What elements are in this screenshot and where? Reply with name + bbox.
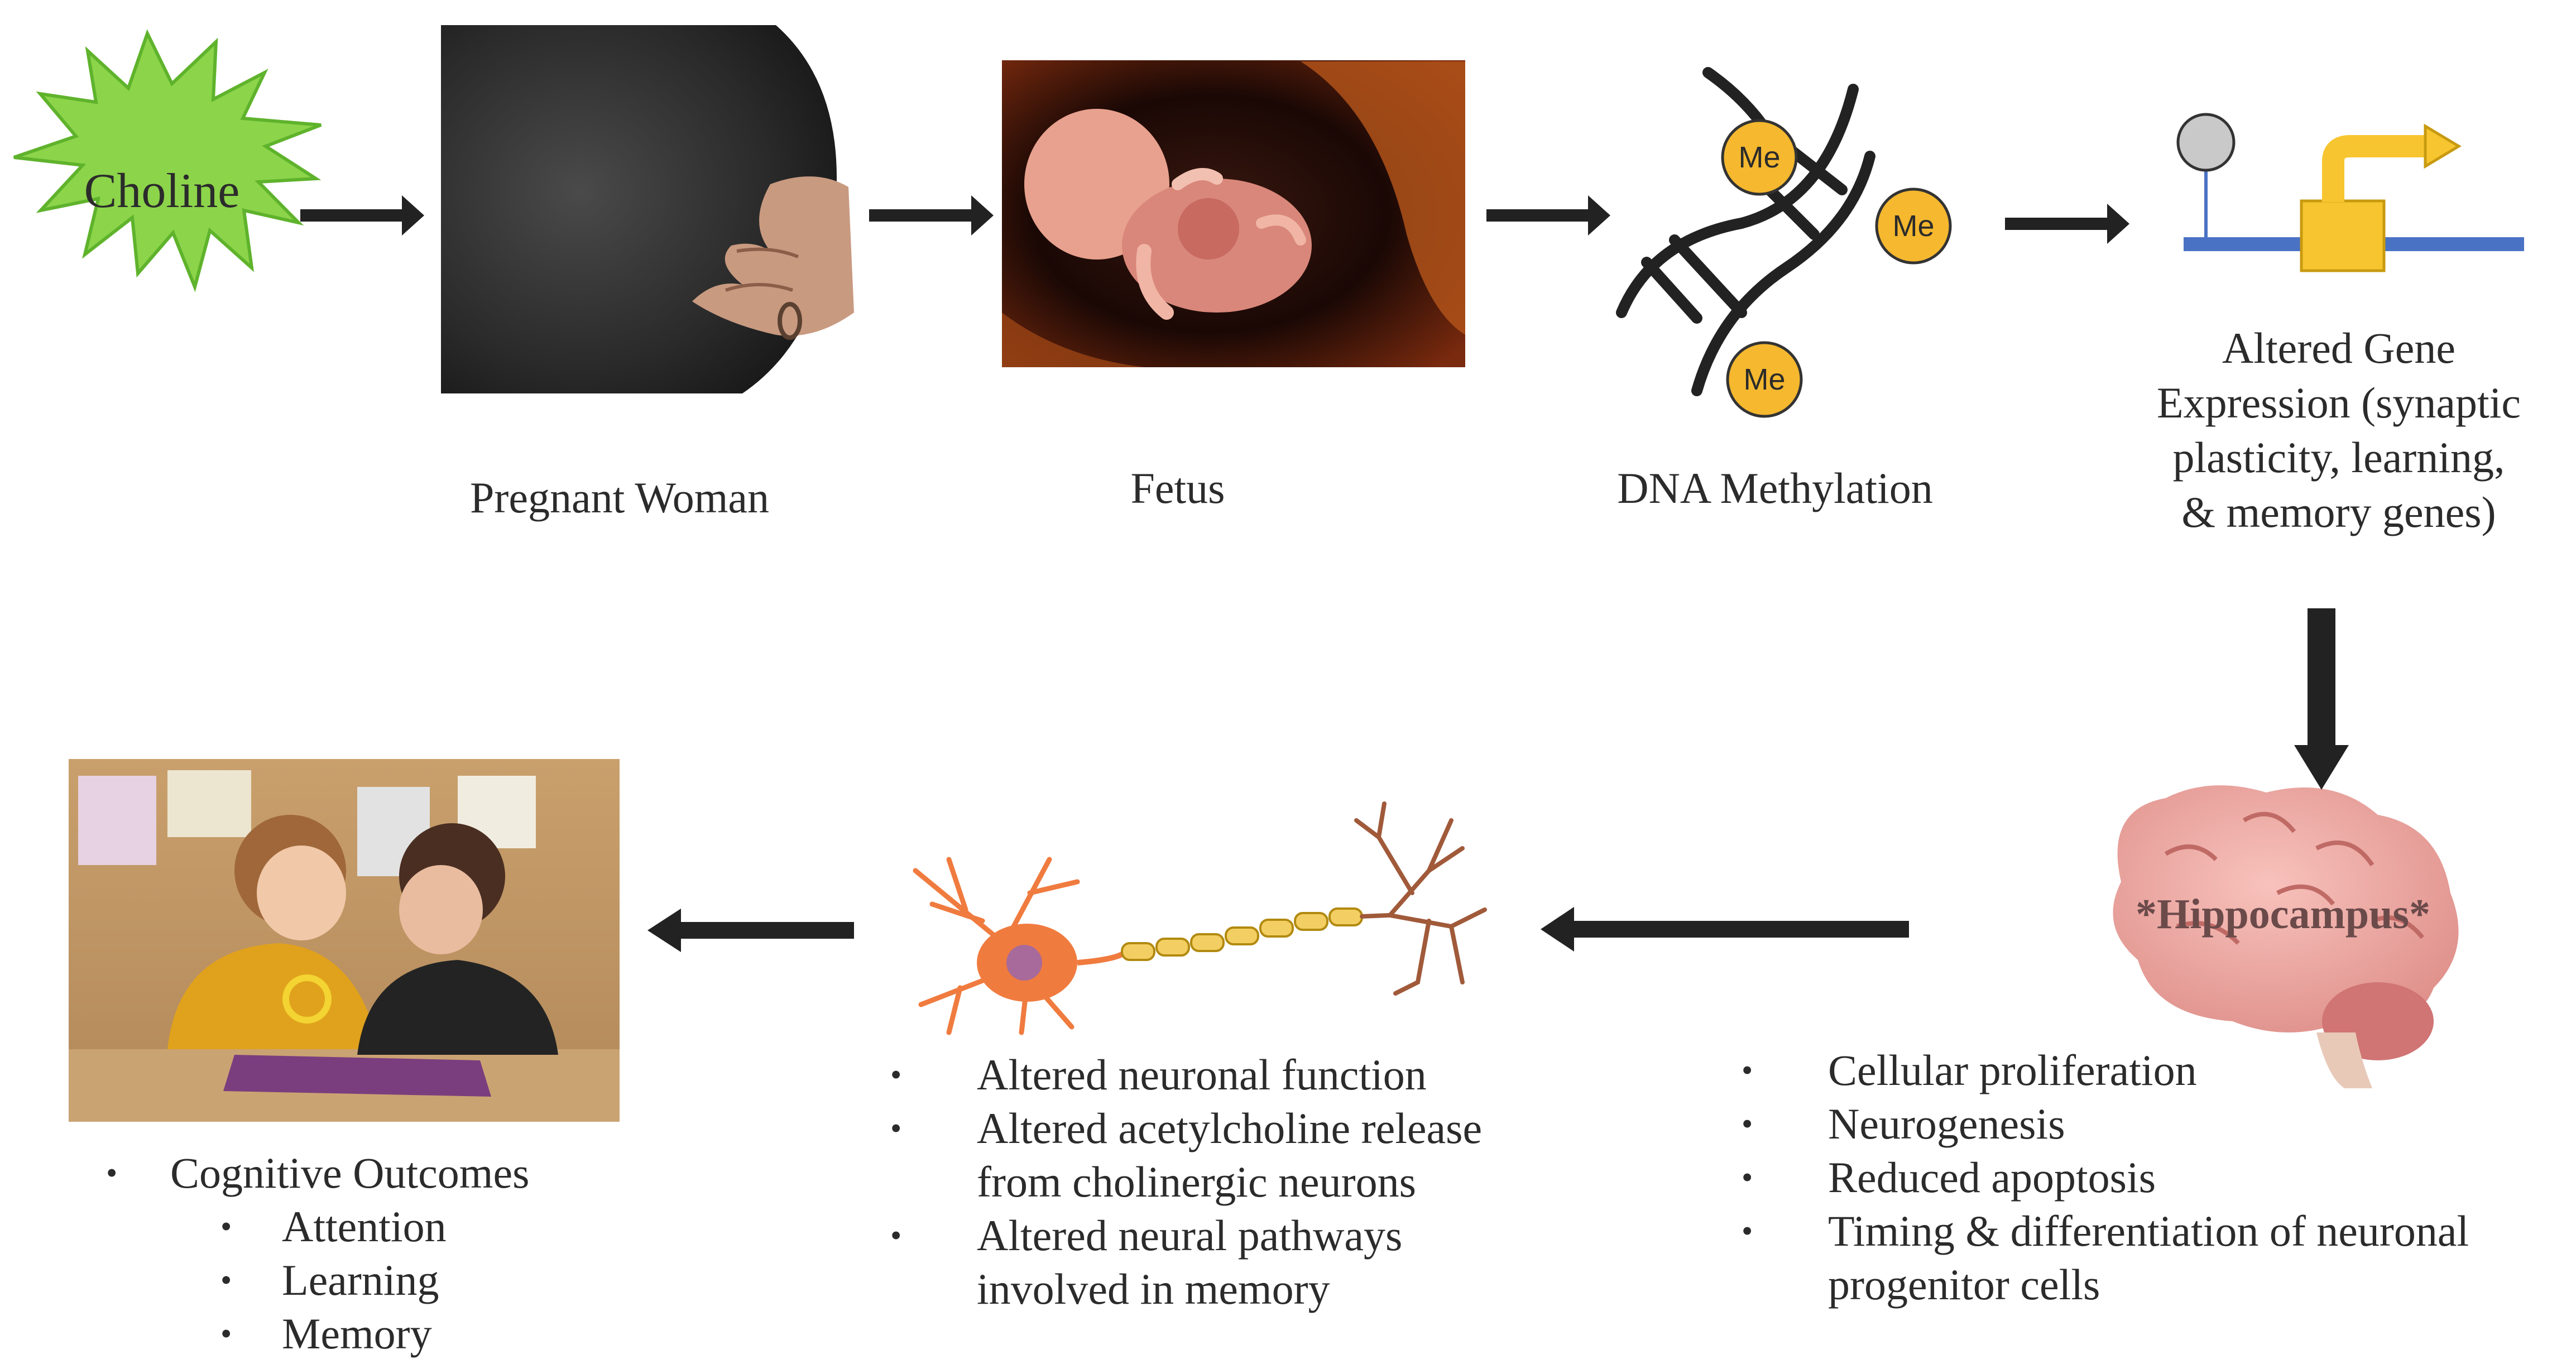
list-item: Cellular proliferation [1742,1044,2469,1097]
list-item: Reduced apoptosis [1742,1151,2469,1204]
pregnant-woman-photo [441,25,854,393]
gene-expression-line-1: Altered Gene [2222,324,2455,372]
hippocampus-effects-list: Cellular proliferation Neurogenesis Redu… [1742,1044,2469,1312]
list-item-continuation: involved in memory [977,1265,1330,1313]
arrow-fetus-to-dna [1486,195,1610,236]
arrow-choline-to-woman [300,195,424,236]
outcome-item: Learning [220,1253,447,1307]
arrow-brain-to-neuron [1541,907,1909,952]
outcomes-items: Attention Learning Memory [220,1200,447,1361]
outcomes-title: Cognitive Outcomes [106,1146,529,1200]
methyl-label-3: Me [1743,363,1786,396]
neuron-effects-list: Altered neuronal function Altered acetyl… [890,1048,1482,1316]
methyl-label-1: Me [1738,141,1781,174]
choline-star-icon [13,29,322,292]
flow-arrows [300,195,2349,952]
gene-expression-line-3: plasticity, learning, [2172,433,2505,482]
methyl-group-icon [1721,119,1952,418]
gene-expression-line-2: Expression (synaptic [2156,378,2521,427]
outcomes-list: Cognitive Outcomes [106,1146,529,1200]
outcome-item: Memory [220,1307,447,1361]
neuron-icon [913,801,1487,1035]
arrow-neuron-to-outcome [647,909,854,952]
list-item: Neurogenesis [1742,1097,2469,1151]
list-item: Timing & differentiation of neuronal [1742,1204,2469,1258]
list-item-continuation: from cholinergic neurons [977,1157,1417,1206]
arrow-woman-to-fetus [869,195,994,236]
gene-expression-line-4: & memory genes) [2181,488,2496,536]
arrow-gene-to-brain [2294,608,2349,790]
gene-expression-label: Altered Gene Expression (synaptic plasti… [2110,321,2568,540]
children-photo [69,759,620,1122]
pregnant-woman-label: Pregnant Woman [469,473,770,522]
gene-expression-icon [2176,113,2524,272]
list-item-continuation: progenitor cells [1828,1260,2100,1309]
list-item: Altered neuronal function [890,1048,1482,1102]
fetus-photo [1002,60,1465,367]
fetus-label: Fetus [1130,464,1225,512]
hippocampus-label: *Hippocampus* [2136,891,2430,938]
dna-methylation-label: DNA Methylation [1617,464,1933,512]
choline-label: Choline [84,164,240,218]
outcome-item: Attention [220,1200,447,1253]
arrow-dna-to-gene [2005,204,2129,244]
list-item: Altered acetylcholine release [890,1102,1482,1155]
methyl-label-2: Me [1892,209,1935,243]
list-item: Altered neural pathways [890,1209,1482,1262]
dna-helix-icon [1616,67,1875,396]
